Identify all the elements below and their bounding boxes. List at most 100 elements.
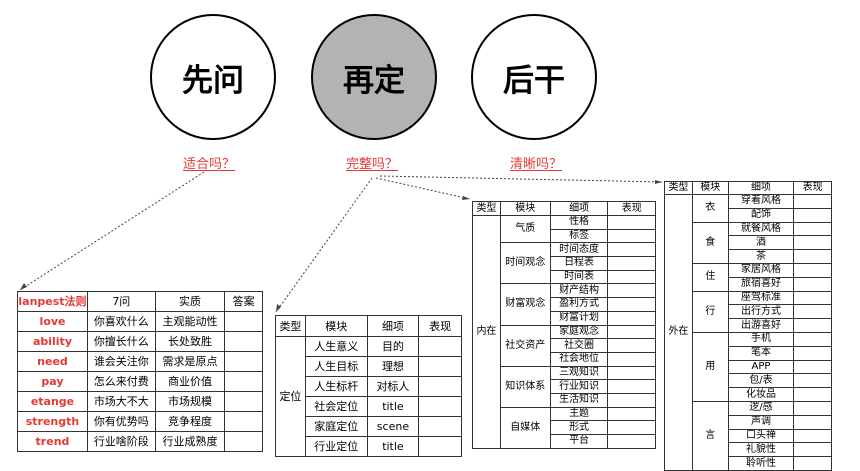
table-cell: 主观能动性	[154, 311, 226, 332]
performance-cell	[607, 256, 656, 271]
performance-cell	[793, 442, 832, 458]
module-cell: 知识体系	[499, 365, 551, 408]
table-cell	[418, 356, 462, 377]
item-cell: 盈利方式	[549, 297, 609, 312]
table-row: 盈利方式	[473, 297, 656, 312]
table-row: 用手机	[665, 331, 832, 402]
module-cell: 食	[691, 221, 729, 264]
arrowhead-inner	[462, 196, 470, 200]
table-header: 模块	[499, 201, 551, 216]
item-cell: 社交圈	[549, 338, 609, 353]
table-cell: 怎么来付费	[86, 371, 156, 392]
circle-label: 后干	[503, 62, 565, 99]
table-cell: 理想	[366, 356, 420, 377]
table-row: 自媒体主题	[473, 406, 656, 449]
item-cell: 穿着风格	[727, 194, 795, 209]
item-cell: 旅宿喜好	[727, 276, 795, 292]
performance-cell	[607, 269, 656, 285]
table-cell: 谁会关注你	[86, 351, 156, 372]
table-cell: 目的	[366, 336, 420, 357]
table-cell: 人生标杆	[304, 376, 368, 397]
table-cell	[418, 416, 462, 437]
table-header: 类型	[664, 181, 693, 195]
item-cell: 性格	[549, 215, 609, 230]
performance-cell	[607, 406, 656, 422]
item-cell: 标签	[549, 228, 609, 244]
table-cell: 需求是原点	[154, 351, 226, 372]
connector-to-positioning-table	[275, 177, 373, 313]
performance-cell	[607, 215, 656, 230]
table-cell: 行业定位	[304, 436, 368, 457]
item-cell: 就餐风格	[727, 221, 795, 237]
table-row: 标签	[473, 228, 656, 244]
table-row: 化妆品	[665, 387, 832, 402]
item-cell: 三观知识	[549, 365, 609, 381]
item-cell: 财产结构	[549, 283, 609, 299]
item-cell: 配饰	[727, 207, 795, 223]
item-cell: 礼貌性	[727, 442, 795, 458]
performance-cell	[607, 283, 656, 299]
item-cell: 日程表	[549, 256, 609, 271]
table-cell: 你喜欢什么	[86, 311, 156, 332]
table-row: 社交资产家庭观念	[473, 324, 656, 367]
table-header: 类型	[275, 315, 306, 337]
circle-label: 先问	[182, 62, 244, 99]
question-clear: 清晰吗？	[510, 157, 563, 172]
question-complete: 完整吗？	[346, 157, 399, 172]
table-cell: 人生目标	[304, 356, 368, 377]
table-cell: 行业成熟度	[154, 431, 226, 452]
table-cell: love	[17, 311, 88, 332]
item-cell: 家居风格	[727, 262, 795, 278]
performance-cell	[793, 373, 832, 389]
table-cell: 行业啥阶段	[86, 431, 156, 452]
table-cell	[224, 411, 263, 432]
inner-qualities-table: 类型 模块 细项 表现 内在气质性格标签时间观念时间态度日程表时间表财富观念财产…	[472, 201, 656, 449]
connector-to-outer-table	[379, 175, 663, 183]
table-row: 时间观念时间态度	[473, 242, 656, 285]
table-cell	[224, 391, 263, 412]
table-row: 财富计划	[473, 310, 656, 326]
table-row: 社会地位	[473, 351, 656, 367]
performance-cell	[793, 276, 832, 292]
table-header: 细项	[366, 315, 420, 337]
type-cell: 外在	[664, 194, 693, 471]
performance-cell	[793, 331, 832, 347]
table-cell	[224, 431, 263, 452]
module-cell: 社交资产	[499, 324, 551, 367]
performance-cell	[607, 242, 656, 258]
type-cell: 内在	[472, 215, 501, 449]
performance-cell	[793, 249, 832, 264]
performance-cell	[793, 359, 832, 375]
item-cell: 座驾标准	[727, 290, 795, 306]
table-header: 类型	[472, 201, 501, 216]
table-row: 定位人生意义目的	[275, 336, 462, 457]
performance-cell	[607, 338, 656, 353]
question-suitable: 适合吗？	[183, 157, 236, 172]
arrowhead-positioning	[276, 304, 281, 312]
table-cell	[418, 376, 462, 397]
table-cell: 人生意义	[304, 336, 368, 357]
table-row: 时间表	[473, 269, 656, 285]
table-row: 平台	[473, 434, 656, 449]
table-header: 表现	[418, 315, 462, 337]
item-cell: 逻/感	[727, 400, 795, 416]
table-header: 细项	[727, 181, 795, 195]
arrowhead-lanpest	[20, 283, 27, 290]
table-row: 声调	[665, 414, 832, 430]
table-header: 模块	[691, 181, 729, 195]
item-cell: 口头禅	[727, 428, 795, 444]
circle-define-next: 再定	[311, 14, 437, 140]
module-cell: 用	[691, 331, 729, 402]
table-row: 财富观念财产结构	[473, 283, 656, 326]
table-row: 日程表	[473, 256, 656, 271]
module-cell: 自媒体	[499, 406, 551, 449]
table-cell	[418, 396, 462, 417]
module-cell: 行	[691, 290, 729, 333]
table-cell: 家庭定位	[304, 416, 368, 437]
performance-cell	[793, 221, 832, 237]
table-row: 配饰	[665, 207, 832, 223]
